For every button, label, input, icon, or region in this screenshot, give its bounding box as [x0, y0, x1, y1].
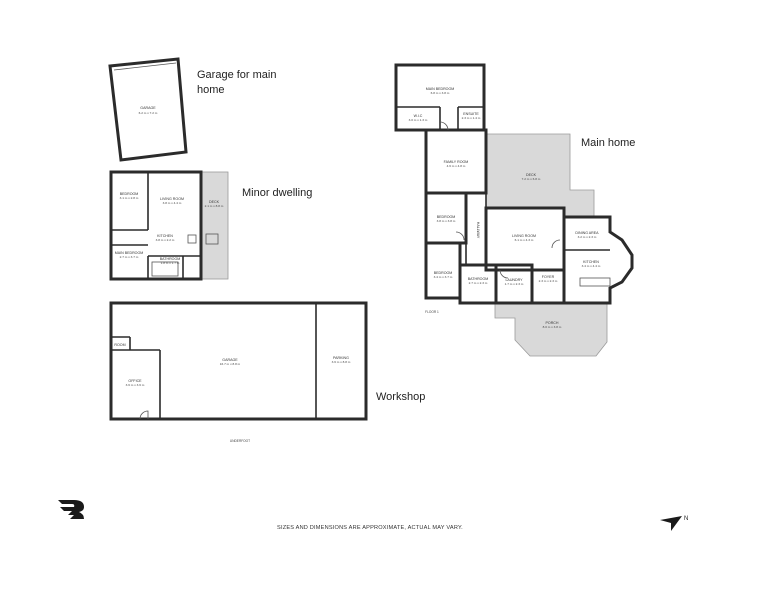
mh-main-bedroom-name: MAIN BEDROOM — [426, 87, 455, 91]
garage-title-line1: Garage for main — [197, 69, 276, 81]
mh-deck-dim: 7.2 m x 6.8 m — [522, 177, 541, 181]
minor-dwelling-title: Minor dwelling — [242, 187, 312, 199]
mh-bedroom1-dim: 3.8 m x 3.8 m — [437, 219, 456, 223]
ws-room-name: ROOM — [114, 343, 125, 347]
mh-family-name: FAMILY ROOM — [444, 160, 469, 164]
md-bedroom-name: BEDROOM — [120, 192, 139, 196]
workshop-building: ROOM OFFICE 3.6 m x 3.6 m GARAGE 16.7 m … — [109, 301, 368, 443]
floor-label: FLOOR 1 — [425, 310, 439, 314]
brand-logo-icon — [58, 500, 84, 519]
mh-family-dim: 4.6 m x 4.8 m — [447, 164, 466, 168]
ws-parking-name: PARKING — [333, 356, 349, 360]
md-living-dim: 3.8 m x 4.4 m — [163, 201, 182, 205]
disclaimer-text: SIZES AND DIMENSIONS ARE APPROXIMATE, AC… — [277, 525, 463, 531]
ws-office-dim: 3.6 m x 3.6 m — [126, 383, 145, 387]
north-letter: N — [684, 516, 688, 522]
mh-foyer-dim: 2.3 m x 2.3 m — [539, 279, 558, 283]
ws-garage-dim: 16.7 m x 8.8 m — [220, 362, 241, 366]
north-arrow-icon: N — [660, 516, 688, 531]
md-bedroom-dim: 3.1 m x 2.8 m — [120, 196, 139, 200]
garage-building: GARAGE 6.2 m x 7.2 m — [108, 57, 188, 162]
mh-kitchen-name: KITCHEN — [583, 260, 599, 264]
md-kitchen-dim: 3.8 m x 2.2 m — [156, 238, 175, 242]
mh-hall-name: HALLWAY — [476, 222, 480, 239]
ws-office-name: OFFICE — [128, 379, 142, 383]
mh-bedroom2-dim: 3.4 m x 3.7 m — [434, 275, 453, 279]
garage-title-line2: home — [197, 84, 225, 96]
mh-porch-dim: 8.0 m x 3.8 m — [543, 325, 562, 329]
ws-parking-dim: 3.6 m x 8.8 m — [332, 360, 351, 364]
mh-bedroom2-name: BEDROOM — [434, 271, 453, 275]
mh-bathroom-dim: 2.7 m x 2.3 m — [469, 281, 488, 285]
mh-kitchen-dim: 3.4 m x 4.4 m — [582, 264, 601, 268]
mh-porch-name: PORCH — [546, 321, 559, 325]
mh-dining-name: DINING AREA — [575, 231, 599, 235]
mh-ensuite-dim: 2.3 m x 1.4 m — [462, 116, 481, 120]
md-living-name: LIVING ROOM — [160, 197, 184, 201]
minor-dwelling-building: BEDROOM 3.1 m x 2.8 m LIVING ROOM 3.8 m … — [109, 170, 229, 281]
main-home-title: Main home — [581, 137, 635, 149]
garage-room-name: GARAGE — [140, 106, 156, 110]
mh-living-name: LIVING ROOM — [512, 234, 536, 238]
md-main-bedroom-name: MAIN BEDROOM — [115, 251, 144, 255]
md-deck-name: DECK — [209, 200, 220, 204]
md-main-bedroom-dim: 2.7 m x 3.7 m — [120, 255, 139, 259]
mh-wic-dim: 3.0 m x 1.3 m — [409, 118, 428, 122]
mh-foyer-name: FOYER — [542, 275, 555, 279]
garage-room-dim: 6.2 m x 7.2 m — [139, 111, 158, 115]
mh-main-bedroom-dim: 6.8 m x 3.8 m — [431, 91, 450, 95]
md-bathroom-dim: 1.8 m x 1.7 m — [161, 261, 180, 265]
mh-dining-dim: 3.2 m x 2.3 m — [578, 235, 597, 239]
md-kitchen-name: KITCHEN — [157, 234, 173, 238]
main-home-building: MAIN BEDROOM 6.8 m x 3.8 m W.I.C 3.0 m x… — [394, 63, 634, 357]
mh-wic-name: W.I.C — [414, 114, 423, 118]
ws-garage-name: GARAGE — [222, 358, 238, 362]
md-bathroom-name: BATHROOM — [160, 257, 181, 261]
mh-bathroom-name: BATHROOM — [468, 277, 489, 281]
mh-bedroom1-name: BEDROOM — [437, 215, 456, 219]
mh-laundry-name: LAUNDRY — [505, 278, 523, 282]
mh-deck-name: DECK — [526, 173, 537, 177]
workshop-title: Workshop — [376, 391, 425, 403]
mh-laundry-dim: 1.7 m x 2.3 m — [505, 282, 524, 286]
mh-ensuite-name: ENSUITE — [463, 112, 479, 116]
mh-living-dim: 6.1 m x 4.3 m — [515, 238, 534, 242]
underfoot-label: UNDERFOOT — [230, 439, 250, 443]
md-deck-dim: 2.1 m x 8.8 m — [205, 204, 224, 208]
